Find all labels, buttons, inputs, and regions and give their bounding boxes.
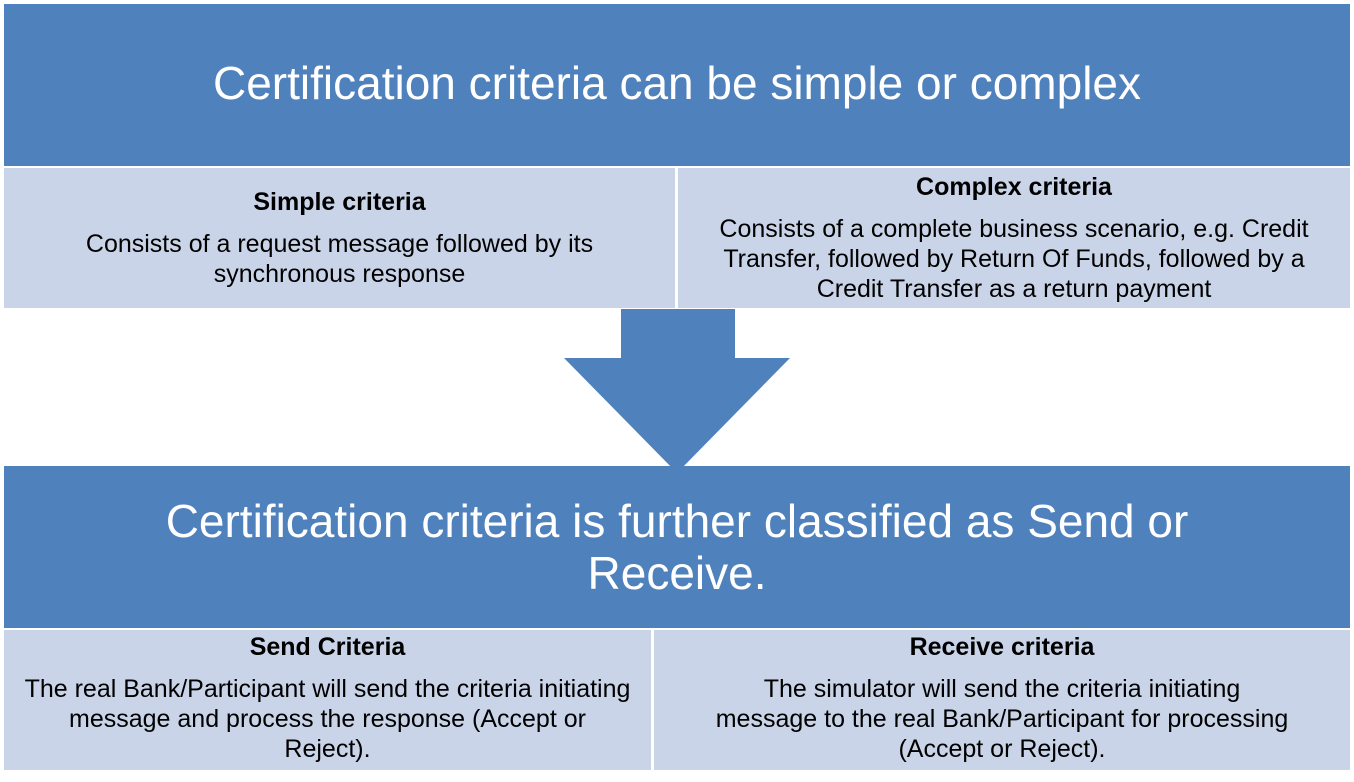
bottom-banner: Certification criteria is further classi… (4, 466, 1350, 628)
bottom-banner-text: Certification criteria is further classi… (165, 495, 1189, 599)
simple-criteria-body: Consists of a request message followed b… (85, 230, 594, 288)
receive-criteria-panel: Receive criteria The simulator will send… (654, 630, 1350, 770)
top-banner: Certification criteria can be simple or … (4, 4, 1350, 166)
complex-criteria-panel: Complex criteria Consists of a complete … (678, 168, 1350, 308)
top-banner-text: Certification criteria can be simple or … (212, 57, 1142, 109)
complex-criteria-body: Consists of a complete business scenario… (719, 215, 1309, 303)
send-criteria-panel: Send Criteria The real Bank/Participant … (4, 630, 651, 770)
send-criteria-heading: Send Criteria (249, 633, 406, 661)
simple-criteria-heading: Simple criteria (253, 188, 426, 216)
simple-criteria-panel: Simple criteria Consists of a request me… (4, 168, 675, 308)
send-criteria-body: The real Bank/Participant will send the … (24, 675, 631, 763)
receive-criteria-heading: Receive criteria (909, 633, 1095, 661)
receive-criteria-body: The simulator will send the criteria ini… (715, 675, 1289, 763)
complex-criteria-heading: Complex criteria (916, 173, 1112, 201)
